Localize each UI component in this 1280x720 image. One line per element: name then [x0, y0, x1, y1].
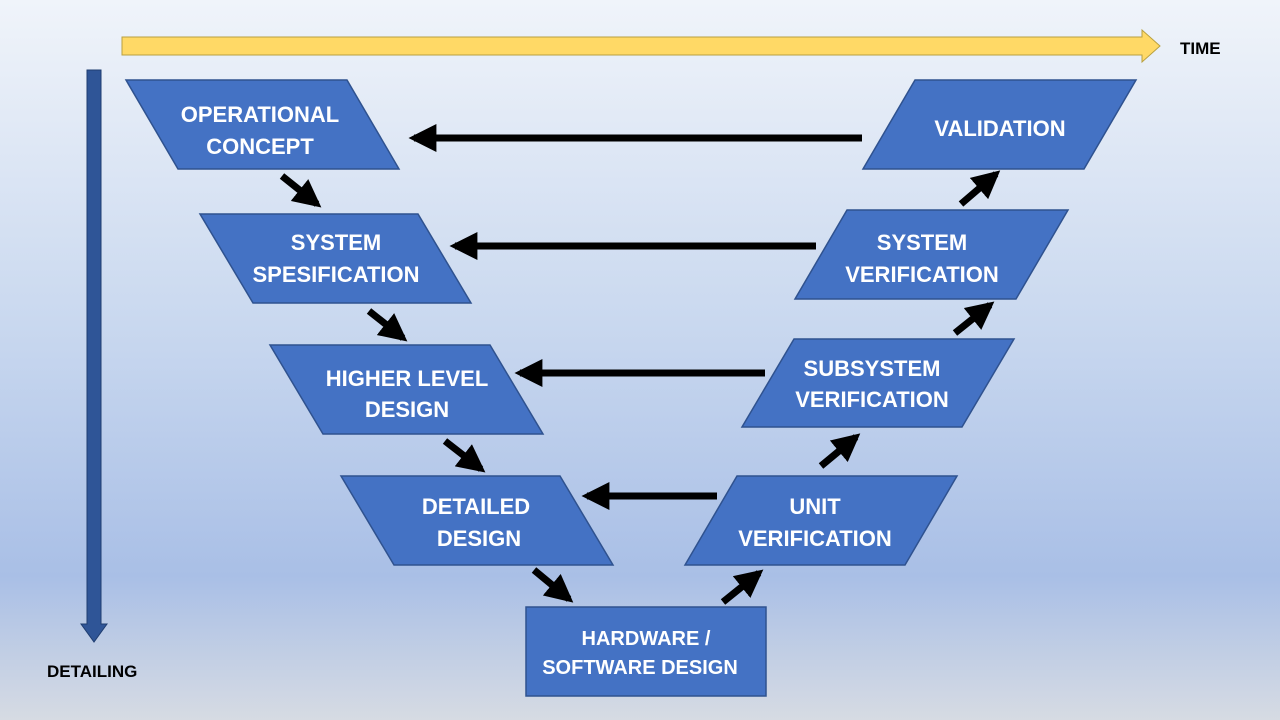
- box-subsystem-verification: SUBSYSTEM VERIFICATION: [740, 338, 1016, 428]
- box-unit-verification: UNIT VERIFICATION: [683, 475, 959, 566]
- detailing-arrow: [80, 69, 108, 643]
- box-label-line2: CONCEPT: [206, 134, 314, 159]
- arrow-detailed-to-hw-sw: [531, 567, 574, 603]
- box-detailed-design: DETAILED DESIGN: [339, 475, 615, 566]
- box-label-line1: UNIT: [789, 494, 841, 519]
- box-label-line1: HARDWARE /: [582, 628, 711, 650]
- box-label-line1: OPERATIONAL: [181, 102, 339, 127]
- box-label-line1: VALIDATION: [934, 116, 1065, 141]
- time-label: TIME: [1180, 39, 1221, 58]
- box-label-line2: DESIGN: [365, 397, 449, 422]
- box-label-line2: DESIGN: [437, 526, 521, 551]
- box-label-line2: VERIFICATION: [795, 387, 949, 412]
- box-label-line1: HIGHER LEVEL: [326, 366, 489, 391]
- arrow-system-verification-to-validation: [958, 170, 1001, 207]
- time-arrow: [121, 28, 1161, 64]
- box-label-line2: VERIFICATION: [845, 262, 999, 287]
- box-hardware-software-design: HARDWARE / SOFTWARE DESIGN: [525, 606, 767, 697]
- box-label-line2: SOFTWARE DESIGN: [542, 657, 738, 679]
- arrow-hw-sw-to-unit: [720, 569, 764, 605]
- box-system-verification: SYSTEM VERIFICATION: [793, 209, 1070, 300]
- box-validation: VALIDATION: [861, 79, 1138, 170]
- box-label-line1: DETAILED: [422, 494, 530, 519]
- arrow-system-spec-to-higher-level: [366, 308, 408, 342]
- arrow-unit-to-subsystem: [818, 433, 861, 469]
- arrow-operational-to-system-spec: [279, 173, 322, 208]
- box-label-line2: SPESIFICATION: [252, 262, 419, 287]
- box-label-line2: VERIFICATION: [738, 526, 892, 551]
- arrow-higher-level-to-detailed: [442, 438, 486, 473]
- box-label-line1: SUBSYSTEM: [804, 356, 941, 381]
- box-label-line1: SYSTEM: [291, 230, 381, 255]
- box-operational-concept: OPERATIONAL CONCEPT: [124, 79, 401, 170]
- box-higher-level-design: HIGHER LEVEL DESIGN: [268, 344, 545, 435]
- box-system-specification: SYSTEM SPESIFICATION: [198, 213, 473, 304]
- arrow-subsystem-to-system-verification: [952, 301, 995, 336]
- box-label-line1: SYSTEM: [877, 230, 967, 255]
- detailing-label: DETAILING: [47, 662, 137, 681]
